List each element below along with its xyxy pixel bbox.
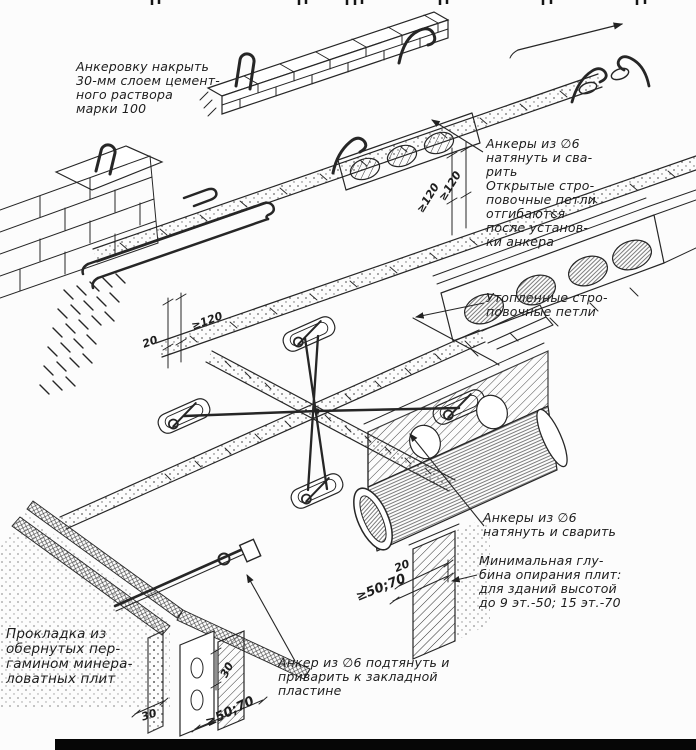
supports-under-slab xyxy=(147,630,245,737)
label-gasket: Прокладка из обернутых пер- гамином мине… xyxy=(6,626,133,688)
bottom-view-linework xyxy=(0,304,568,737)
bottom-bar xyxy=(55,739,696,750)
brick-wall-left xyxy=(0,145,164,299)
hook-anchor-icon xyxy=(331,136,368,175)
u-staple-icon xyxy=(234,52,256,91)
slab-end-section-small xyxy=(337,112,481,191)
cross-anchor-rods xyxy=(182,334,461,492)
hook-anchor-icon xyxy=(570,67,608,104)
hook-anchor-icon xyxy=(616,55,651,88)
label-cover-mortar: Анкеровку накрыть 30-мм слоем цемент- но… xyxy=(76,59,220,116)
dimension-lines-bottom xyxy=(131,647,268,733)
leader-min-support xyxy=(450,574,478,583)
leader-lines xyxy=(246,119,485,662)
loop-opening-bottom xyxy=(290,473,344,509)
adjacent-slab-corner xyxy=(412,304,554,366)
leader-anchors-top xyxy=(431,119,484,153)
label-anchors-bottom: Анкеры из ∅6 натянуть и сварить xyxy=(483,510,617,539)
top-view-linework xyxy=(0,11,696,395)
slab-corner-and-wall xyxy=(0,500,311,708)
leader-anchor-weld xyxy=(246,574,296,662)
pointer-arrow xyxy=(517,22,624,51)
cut-slab-hollow-core xyxy=(353,342,568,552)
loop-opening-top xyxy=(282,316,336,352)
masonry-break-ticks xyxy=(39,273,126,395)
label-anchor-weld: Анкер из ∅6 подтянуть и приварить к закл… xyxy=(278,655,450,698)
anchor-rod-embedded-plate xyxy=(113,538,262,612)
anchor-staples-hooks xyxy=(94,27,651,176)
dimension-lines-pier xyxy=(389,559,454,605)
leader-anchors-bottom xyxy=(409,433,485,527)
dimension-lines-left xyxy=(162,292,187,369)
label-recessed-loops: Утопленные стро- повочные петли xyxy=(486,290,608,319)
anchor-rods-in-joint xyxy=(81,187,276,290)
slab-end-section-large xyxy=(432,189,696,357)
label-anchors-top: Анкеры из ∅6 натянуть и сва- рить Открыт… xyxy=(486,136,596,249)
mortar-joint-lower xyxy=(155,155,696,358)
u-staple-icon xyxy=(94,143,117,176)
label-min-support: Минимальная глу- бина опирания плит: для… xyxy=(479,553,622,610)
top-edge-crop-marks xyxy=(150,0,647,5)
support-pier-right xyxy=(408,516,490,660)
recessed-loop-openings xyxy=(157,316,486,509)
bent-anchor-icon xyxy=(397,27,437,65)
leader-recessed-loops xyxy=(414,302,485,319)
dimension-lines-right xyxy=(446,141,472,236)
